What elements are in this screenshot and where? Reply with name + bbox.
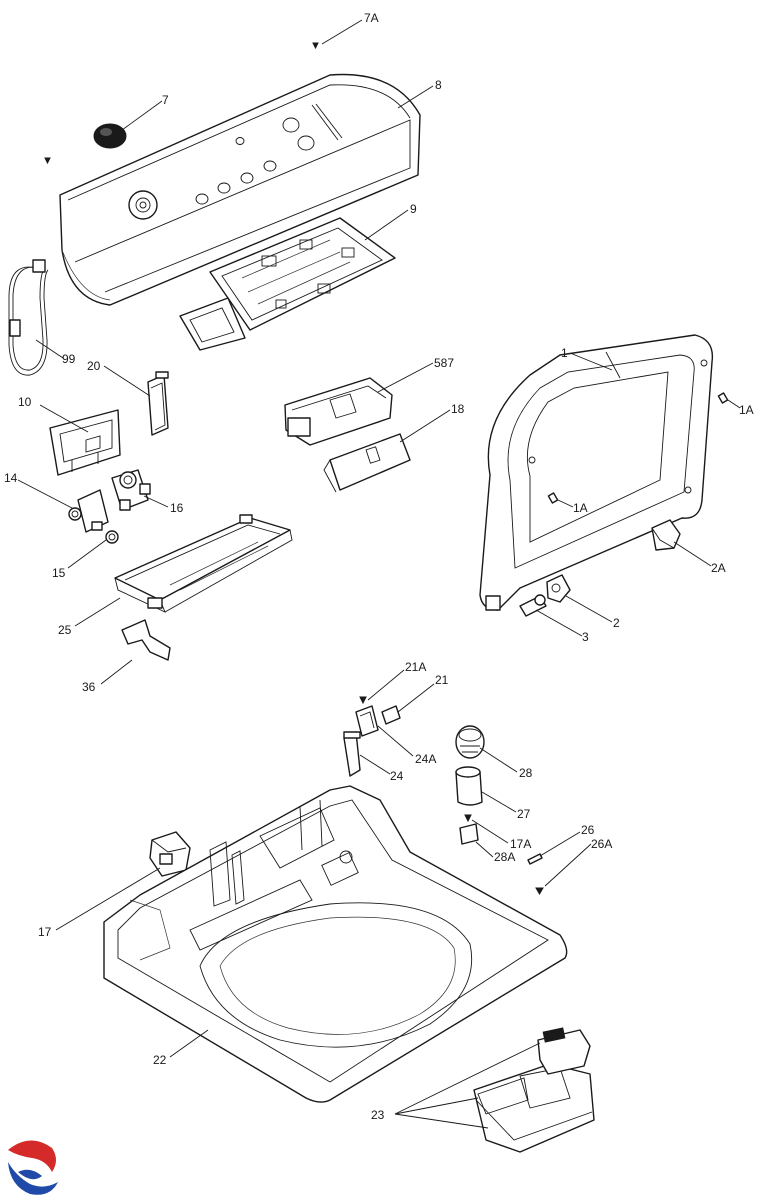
label-10: 10 xyxy=(18,395,32,409)
part-99-power-cord[interactable] xyxy=(8,259,49,376)
part-7A-screw[interactable] xyxy=(44,42,319,165)
part-16-inlet-valve[interactable] xyxy=(111,469,151,511)
part-23-dispenser[interactable] xyxy=(473,1027,595,1153)
label-24: 24 xyxy=(390,769,404,783)
label-8: 8 xyxy=(435,78,442,92)
part-1A-screw-right[interactable] xyxy=(717,392,729,404)
part-28-dispenser-knob[interactable] xyxy=(455,725,485,759)
label-28A: 28A xyxy=(494,850,515,864)
label-21A: 21A xyxy=(405,660,426,674)
label-26A: 26A xyxy=(591,837,612,851)
label-28: 28 xyxy=(519,766,533,780)
part-3-pin[interactable] xyxy=(519,594,547,617)
label-17A: 17A xyxy=(510,837,531,851)
part-2A-hinge-cap[interactable] xyxy=(651,519,681,551)
label-23: 23 xyxy=(371,1108,385,1122)
label-7A: 7A xyxy=(364,11,379,25)
part-2-hinge[interactable] xyxy=(546,574,571,603)
label-3: 3 xyxy=(582,630,589,644)
label-26: 26 xyxy=(581,823,595,837)
part-10-bracket[interactable] xyxy=(49,409,121,476)
label-1: 1 xyxy=(561,346,568,360)
label-15: 15 xyxy=(52,566,66,580)
leader-lines xyxy=(17,19,741,1129)
part-26-pin[interactable] xyxy=(527,853,543,865)
part-28A-clip[interactable] xyxy=(459,823,479,845)
part-24A-lock-bracket[interactable] xyxy=(355,705,379,737)
part-587-module[interactable] xyxy=(284,377,393,446)
label-18: 18 xyxy=(451,402,465,416)
part-25-board[interactable] xyxy=(114,514,293,613)
callout-labels: 7A 8 7 9 99 20 587 1 1A 10 18 14 16 1A 1… xyxy=(4,11,754,1122)
label-7: 7 xyxy=(162,93,169,107)
part-17A-screw[interactable] xyxy=(464,814,472,823)
part-20-bracket[interactable] xyxy=(147,371,169,436)
label-16: 16 xyxy=(170,501,184,515)
label-20: 20 xyxy=(87,359,101,373)
part-8-console[interactable] xyxy=(59,73,421,306)
label-1A-right: 1A xyxy=(739,403,754,417)
label-36: 36 xyxy=(82,680,96,694)
part-15-filter-washer[interactable] xyxy=(105,530,119,544)
label-1A-center: 1A xyxy=(573,501,588,515)
label-9: 9 xyxy=(410,202,417,216)
label-24A: 24A xyxy=(415,752,436,766)
part-24-latch[interactable] xyxy=(343,731,361,777)
label-99: 99 xyxy=(62,352,76,366)
part-21-switch[interactable] xyxy=(381,705,401,725)
part-22-base[interactable] xyxy=(103,785,568,1103)
label-22: 22 xyxy=(153,1053,167,1067)
part-14-inlet-valve[interactable] xyxy=(68,489,109,533)
part-27-cylinder[interactable] xyxy=(455,766,483,806)
label-2: 2 xyxy=(613,616,620,630)
label-27: 27 xyxy=(517,807,531,821)
brand-swirl-logo xyxy=(8,1140,58,1195)
part-9-control-board[interactable] xyxy=(179,217,396,351)
label-17: 17 xyxy=(38,925,52,939)
label-587: 587 xyxy=(434,356,454,370)
label-14: 14 xyxy=(4,471,18,485)
part-36-hook[interactable] xyxy=(121,619,171,661)
part-26A-screw[interactable] xyxy=(535,887,544,895)
part-18-shield[interactable] xyxy=(323,433,411,493)
part-7-cap[interactable] xyxy=(93,123,127,149)
label-2A: 2A xyxy=(711,561,726,575)
part-1A-screw-center[interactable] xyxy=(547,492,559,504)
part-17-pressure-switch[interactable] xyxy=(149,831,191,877)
part-1-lid-frame[interactable] xyxy=(479,334,714,611)
part-21A-screw[interactable] xyxy=(359,696,367,705)
label-21: 21 xyxy=(435,673,449,687)
label-25: 25 xyxy=(58,623,72,637)
